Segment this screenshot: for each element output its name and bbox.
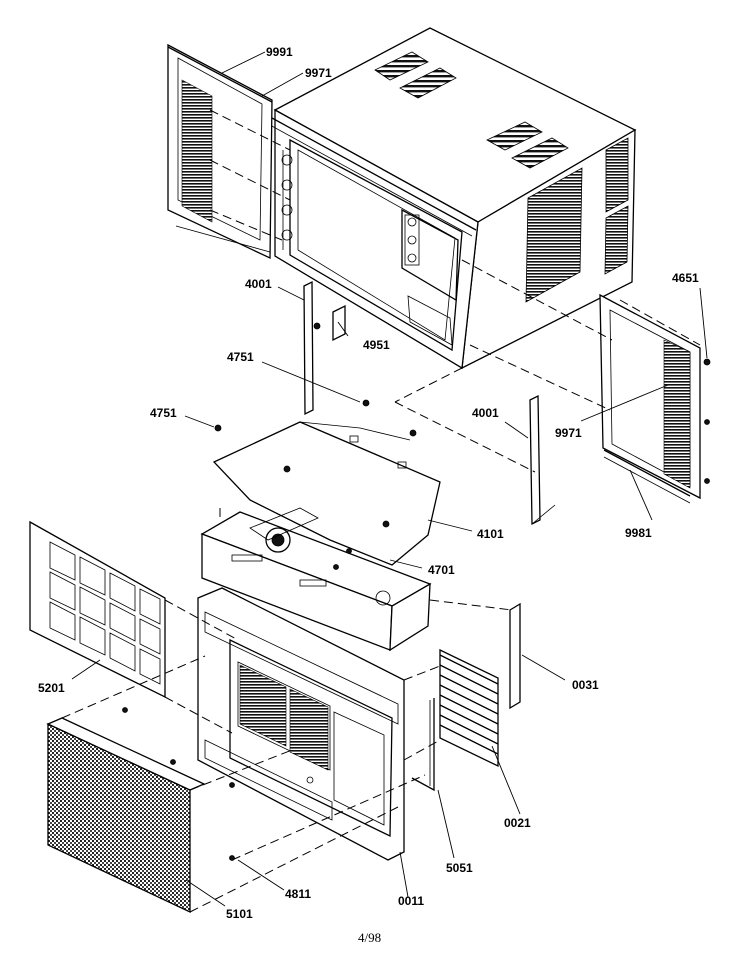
right-side-curtain	[599, 293, 701, 504]
page-footer: 4/98	[358, 930, 381, 945]
callout-0011: 0011	[398, 894, 424, 908]
side-bracket-left	[303, 280, 314, 416]
callout-4751-upper: 4751	[227, 350, 254, 364]
linkage-5051	[411, 698, 435, 792]
callout-4101: 4101	[477, 527, 504, 541]
side-bracket-right	[529, 394, 556, 526]
screw-4651	[703, 358, 711, 484]
assembly-lines-top	[209, 109, 701, 473]
callout-9971-top: 9971	[305, 66, 332, 80]
callout-4651: 4651	[672, 271, 699, 285]
callout-9981: 9981	[625, 526, 652, 540]
air-filter	[29, 520, 166, 699]
chassis-tray	[200, 507, 432, 652]
callout-5051: 5051	[446, 861, 473, 875]
callout-4001-right: 4001	[472, 406, 499, 420]
callout-labels: 9991 9971 4001 4951 4751 4751 4001 4651 …	[38, 45, 699, 921]
callout-5101: 5101	[226, 907, 253, 921]
callout-4811: 4811	[285, 887, 311, 901]
callout-4751-lower: 4751	[150, 406, 177, 420]
callout-4951: 4951	[363, 338, 390, 352]
callout-4701: 4701	[428, 563, 455, 577]
callout-0031: 0031	[572, 678, 599, 692]
leader-lines	[71, 51, 708, 907]
bracket-4951	[313, 304, 346, 342]
callout-5201: 5201	[38, 681, 65, 695]
screws-4751	[214, 399, 417, 528]
screws-front	[122, 707, 235, 861]
callout-9971-right: 9971	[555, 426, 582, 440]
front-grille	[46, 717, 206, 914]
base-pan	[212, 421, 441, 566]
callout-9991: 9991	[266, 45, 293, 59]
assembly-lines-bottom	[61, 508, 513, 913]
callout-4001-left: 4001	[245, 277, 272, 291]
side-damper	[509, 602, 521, 710]
louver-assembly	[439, 648, 499, 768]
callout-0021: 0021	[504, 816, 531, 830]
cabinet-assembly	[269, 27, 637, 370]
front-panel	[197, 587, 405, 861]
left-side-curtain	[167, 43, 273, 260]
